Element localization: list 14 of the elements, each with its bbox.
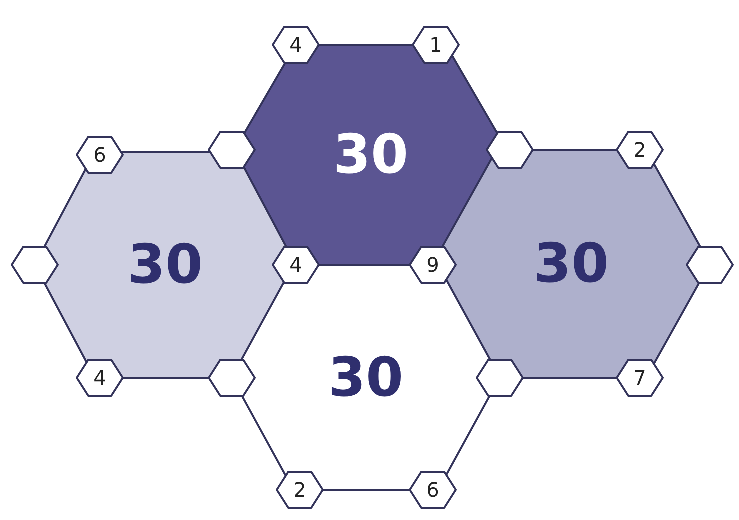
tile-number: 30 (534, 237, 610, 291)
tile-number: 30 (328, 350, 404, 404)
badge-number: 4 (290, 35, 302, 55)
badge-number: 4 (94, 368, 106, 388)
tile-number: 30 (128, 238, 204, 292)
badge-number: 1 (430, 35, 442, 55)
badge-number: 4 (290, 255, 302, 275)
tile-number: 30 (333, 128, 409, 182)
badge-number: 6 (426, 480, 440, 500)
badge-number: 7 (634, 368, 646, 388)
badge-number: 9 (426, 255, 440, 275)
badge-number: 2 (294, 480, 306, 500)
badge-number: 2 (634, 140, 646, 160)
badge-number: 6 (94, 145, 106, 165)
